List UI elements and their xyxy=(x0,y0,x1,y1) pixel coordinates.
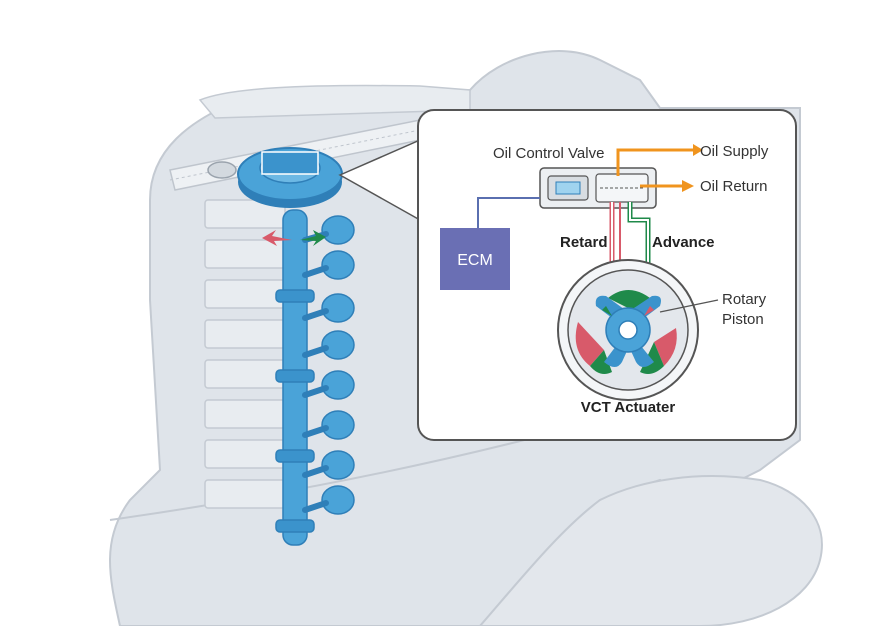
camshaft-icon xyxy=(275,209,355,546)
vct-actuater-label: VCT Actuater xyxy=(581,399,676,416)
red-arrow-icon xyxy=(262,230,292,246)
oil-supply-label: Oil Supply xyxy=(700,143,769,160)
oil-control-valve-label: Oil Control Valve xyxy=(493,145,604,162)
ecm-label: ECM xyxy=(457,252,493,269)
rotary-piston-label-line2: Piston xyxy=(722,311,764,328)
oil-return-label: Oil Return xyxy=(700,178,768,195)
oil-supply-line xyxy=(616,144,703,176)
vct-actuator-icon xyxy=(557,259,699,401)
rotary-piston-leader xyxy=(659,299,719,313)
oil-return-line xyxy=(640,180,694,192)
advance-label: Advance xyxy=(652,234,715,251)
rotary-piston-label-line1: Rotary xyxy=(722,291,767,308)
advance-channel xyxy=(627,202,651,285)
vct-pulley-icon xyxy=(207,147,343,208)
green-arrow-icon xyxy=(300,230,326,246)
oil-control-valve-icon xyxy=(539,167,657,209)
retard-label: Retard xyxy=(560,234,608,251)
ecm-box: ECM xyxy=(440,197,540,290)
